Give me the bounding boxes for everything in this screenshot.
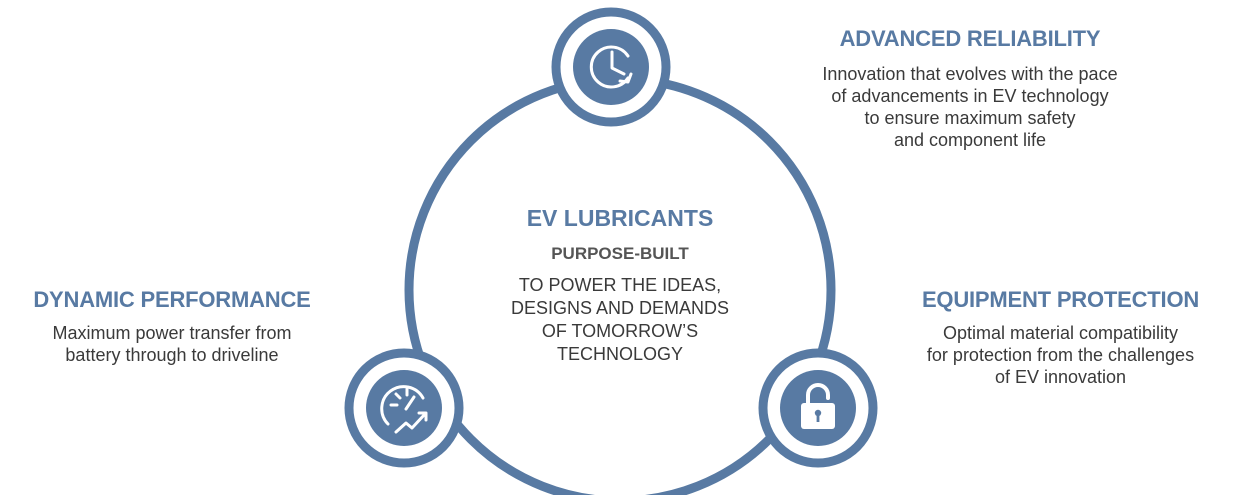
center-body-line: DESIGNS AND DEMANDS (510, 298, 730, 318)
performance-line: battery through to driveline (65, 345, 279, 365)
center-body: TO POWER THE IDEAS, DESIGNS AND DEMANDS … (460, 274, 780, 366)
protection-line: for protection from the challenges (926, 345, 1195, 365)
reliability-title: ADVANCED RELIABILITY (839, 26, 1101, 51)
reliability-line: Innovation that evolves with the pace (822, 64, 1118, 84)
center-body-line: TO POWER THE IDEAS, (518, 275, 722, 295)
protection-node (758, 348, 878, 468)
performance-line: Maximum power transfer from (52, 323, 292, 343)
protection-line: of EV innovation (994, 367, 1127, 387)
protection-description: Optimal material compatibility for prote… (880, 322, 1241, 388)
center-title: EV LUBRICANTS (526, 205, 714, 231)
reliability-node (551, 7, 671, 127)
performance-node (344, 348, 464, 468)
reliability-line: and component life (893, 130, 1047, 150)
reliability-line: of advancements in EV technology (831, 86, 1109, 106)
padlock-icon (801, 383, 835, 429)
protection-line: Optimal material compatibility (942, 323, 1179, 343)
center-body-line: TECHNOLOGY (556, 344, 684, 364)
clock-refresh-icon (589, 45, 633, 89)
speedometer-trend-icon (380, 385, 428, 434)
reliability-description: Innovation that evolves with the pace of… (760, 63, 1180, 151)
performance-title: DYNAMIC PERFORMANCE (33, 287, 311, 312)
center-body-line: OF TOMORROW’S (541, 321, 699, 341)
reliability-line: to ensure maximum safety (864, 108, 1076, 128)
performance-description: Maximum power transfer from battery thro… (0, 322, 344, 366)
center-subtitle: PURPOSE-BUILT (551, 244, 689, 263)
protection-title: EQUIPMENT PROTECTION (921, 287, 1200, 312)
